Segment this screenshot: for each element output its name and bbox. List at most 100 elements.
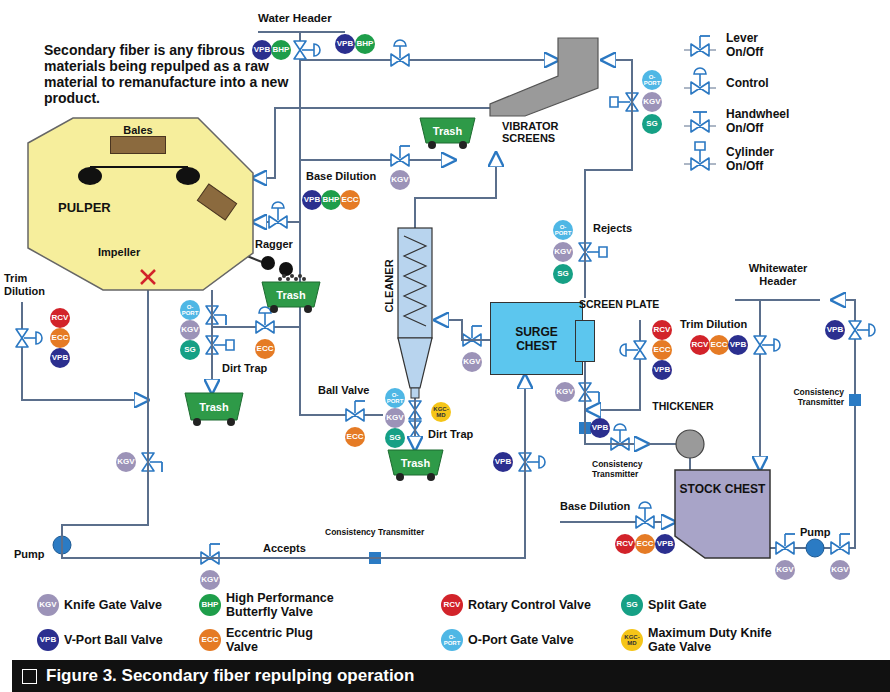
- valve-symbol: [634, 341, 646, 359]
- vibrator-screens: VIBRATOR SCREENS: [490, 38, 602, 153]
- valve-badge: VPB: [728, 335, 748, 355]
- valve-symbol: [691, 44, 709, 56]
- valve-badge: VPB: [252, 40, 272, 60]
- cart-wheel: [428, 141, 436, 149]
- legend-text: O-Port Gate Valve: [468, 633, 628, 647]
- control-actuator: [694, 68, 706, 74]
- text-holder: Accepts: [262, 542, 307, 554]
- callout-label: Water Header: [258, 12, 332, 25]
- control-actuator: [620, 344, 626, 356]
- screen-outline: [490, 38, 598, 116]
- callout-label: Base Dilution: [306, 170, 376, 183]
- valve-badge: SG: [553, 264, 573, 284]
- valve-code: VPB: [657, 540, 673, 548]
- pipe-line: [759, 300, 761, 470]
- text-holder: Pump: [14, 548, 45, 561]
- callout-label: Trim Dilution: [680, 318, 747, 331]
- valve-stem: [214, 314, 226, 316]
- text-holder: Trim Dilution: [680, 318, 747, 331]
- valve-symbol: [831, 542, 849, 554]
- trash-debris: [286, 277, 290, 281]
- cart-wheel: [396, 473, 404, 481]
- valve-stem: [699, 150, 701, 162]
- valve-code: VPB: [827, 326, 843, 334]
- falling-bale: [197, 184, 236, 220]
- pipe-line: [735, 299, 820, 301]
- flow-connector: [253, 108, 490, 178]
- impeller-mark: [141, 270, 155, 284]
- valve-badge: VPB: [302, 190, 322, 210]
- callout-label: Dirt Trap: [222, 362, 267, 375]
- cart-wheel: [459, 141, 467, 149]
- cyclone-spiral: [404, 236, 426, 326]
- equipment-name: VIBRATOR SCREENS: [502, 120, 602, 144]
- valve-symbol: [691, 120, 709, 132]
- text-holder: Consistency Transmitter: [592, 460, 664, 480]
- legend-swatch: KGV: [37, 594, 59, 616]
- ragger-roller: [279, 262, 293, 276]
- legend-swatch: O-PORT: [441, 629, 463, 651]
- text-holder: Ball Valve: [318, 384, 369, 397]
- valve-stem: [587, 251, 599, 253]
- trash-debris: [278, 277, 282, 281]
- text-holder: Trim Dilution: [4, 272, 56, 297]
- valve-stem: [699, 74, 701, 86]
- valve-badge: ECC: [345, 427, 365, 447]
- cylinder-actuator: [226, 340, 234, 350]
- callout-label: Dirt Trap: [428, 428, 473, 441]
- valve-stem: [839, 534, 841, 546]
- legend-text: V-Port Ball Valve: [64, 633, 204, 647]
- control-actuator: [36, 332, 42, 344]
- valve-stem: [762, 344, 774, 346]
- valve-stem: [527, 461, 539, 463]
- legend-text: Split Gate: [648, 598, 768, 612]
- valve-stem: [699, 36, 701, 48]
- callout-label: Consistency Transmitter: [592, 460, 664, 480]
- bale-block: [110, 136, 166, 154]
- valve-badge: BHP: [355, 34, 375, 54]
- valve-stem: [214, 344, 226, 346]
- control-actuator: [259, 307, 271, 313]
- cart-wheel: [427, 473, 435, 481]
- text-holder: Eccentric Plug Valve: [226, 626, 331, 655]
- valve-badge: VPB: [50, 348, 70, 368]
- valve-badge: O-PORT: [553, 220, 573, 240]
- valve-code: O-PORT: [385, 392, 405, 404]
- valve-stem: [277, 208, 279, 220]
- screen-plate-body: [575, 320, 595, 362]
- trash-debris: [290, 274, 294, 278]
- flow-connector: [689, 458, 691, 470]
- valve-badge: ECC: [255, 339, 275, 359]
- legend-swatch: RCV: [441, 594, 463, 616]
- legend-swatch: SG: [621, 594, 643, 616]
- legend-text: High Performance Butterfly Valve: [226, 591, 361, 620]
- flow-connector: [585, 362, 648, 444]
- cylinder-actuator: [610, 97, 618, 107]
- text-holder: Cylinder On/Off: [726, 146, 798, 174]
- text-holder: Trash: [388, 450, 443, 475]
- trash-debris: [282, 274, 286, 278]
- valve-code: RCV: [444, 601, 461, 609]
- valve-stem: [24, 337, 36, 339]
- valve-symbol: [776, 542, 794, 554]
- valve-badge: VPB: [335, 34, 355, 54]
- lever-actuator: [161, 462, 163, 472]
- valve-symbol: [849, 321, 861, 339]
- cart-wheel: [227, 418, 235, 426]
- text-holder: Figure 3. Secondary fiber repulping oper…: [46, 660, 414, 692]
- cart-body: [388, 450, 443, 475]
- callout-label: Consistency Transmitter: [782, 388, 844, 408]
- cart-body: [262, 282, 320, 307]
- valve-stem: [354, 401, 356, 413]
- valve-badge: O-PORT: [385, 388, 405, 408]
- valve-code: O-PORT: [553, 224, 573, 236]
- cart-label: Trash: [433, 125, 462, 137]
- legend-text: Handwheel On/Off: [726, 108, 798, 136]
- lever-actuator: [598, 392, 600, 402]
- control-actuator: [539, 456, 545, 468]
- surge-chest: SURGE CHEST: [490, 302, 583, 375]
- trash-cart: Trash: [388, 450, 443, 480]
- valve-code: VPB: [730, 341, 746, 349]
- trash-cart: Trash: [185, 393, 243, 425]
